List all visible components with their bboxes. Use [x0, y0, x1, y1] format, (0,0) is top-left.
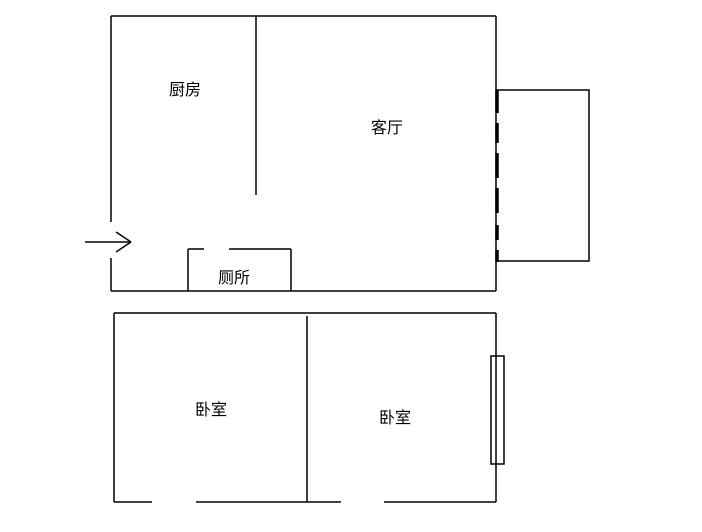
entrance-arrow-icon — [85, 231, 132, 253]
bedroom-left-label: 卧室 — [194, 400, 228, 419]
living-room-label: 客厅 — [370, 118, 404, 137]
toilet-label: 厕所 — [217, 268, 251, 287]
kitchen-label: 厨房 — [168, 80, 202, 99]
balcony — [496, 89, 590, 262]
window — [490, 355, 505, 465]
bedroom-right-label: 卧室 — [378, 408, 412, 427]
